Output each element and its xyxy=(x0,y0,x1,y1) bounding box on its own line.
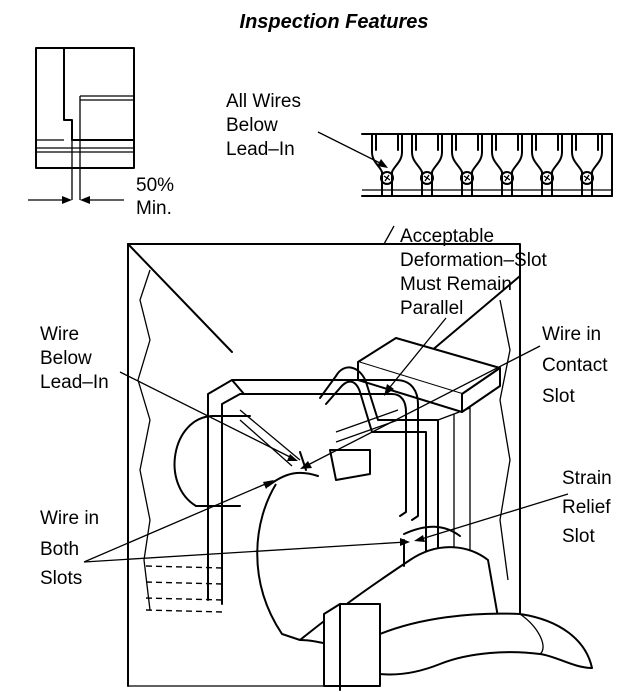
label-wire-both-3: Slots xyxy=(40,568,82,589)
contact-strip: All Wires Below Lead–In xyxy=(226,91,613,197)
contact-slot xyxy=(531,133,563,197)
wire-dot xyxy=(500,171,514,185)
fifty-percent-detail: 50% Min. xyxy=(28,47,174,219)
contact-slot xyxy=(371,133,403,197)
arrow-icon xyxy=(377,159,388,168)
arrow-icon-wire-both-1 xyxy=(263,480,274,489)
label-all-wires-2: Below xyxy=(226,115,278,136)
callouts: Acceptable Deformation–Slot Must Remain … xyxy=(40,225,612,589)
label-strain-relief-3: Slot xyxy=(562,526,595,547)
label-wire-contact-2: Contact xyxy=(542,355,608,376)
label-acceptable-2: Deformation–Slot xyxy=(400,250,548,271)
label-wire-below-2: Below xyxy=(40,348,92,369)
label-wire-both-2: Both xyxy=(40,539,79,560)
wire-dot xyxy=(580,171,594,185)
contact-slot xyxy=(491,133,523,197)
arrow-icon-strain-relief xyxy=(414,535,425,542)
contact-slot xyxy=(411,133,443,197)
label-all-wires-3: Lead–In xyxy=(226,139,295,160)
arrow-right-icon xyxy=(62,196,72,204)
contact-slot xyxy=(451,133,483,197)
label-strain-relief-1: Strain xyxy=(562,468,612,489)
label-all-wires-1: All Wires xyxy=(226,91,301,112)
label-strain-relief-2: Relief xyxy=(562,497,611,518)
contact-slot xyxy=(571,133,603,197)
label-wire-below-1: Wire xyxy=(40,324,79,345)
label-acceptable-3: Must Remain xyxy=(400,274,512,295)
label-wire-both-1: Wire in xyxy=(40,508,99,529)
label-wire-contact-3: Slot xyxy=(542,386,575,407)
label-wire-below-3: Lead–In xyxy=(40,372,109,393)
label-fifty-pct-1: 50% xyxy=(136,175,174,196)
wire-dot xyxy=(460,171,474,185)
label-acceptable-1: Acceptable xyxy=(400,226,494,247)
wire-dot xyxy=(540,171,554,185)
diagram-title: Inspection Features xyxy=(240,11,429,33)
connector-illustration xyxy=(127,243,593,691)
label-acceptable-4: Parallel xyxy=(400,298,463,319)
arrow-icon-wire-both-2 xyxy=(400,538,410,546)
wire-dot xyxy=(420,171,434,185)
label-fifty-pct-2: Min. xyxy=(136,198,172,219)
arrow-icon-wire-contact xyxy=(300,461,312,469)
arrow-left-icon xyxy=(80,196,90,204)
label-wire-contact-1: Wire in xyxy=(542,324,601,345)
arrow-icon-acceptable xyxy=(384,384,394,396)
arrow-icon-wire-below xyxy=(287,454,298,461)
wire-dot xyxy=(380,171,394,185)
